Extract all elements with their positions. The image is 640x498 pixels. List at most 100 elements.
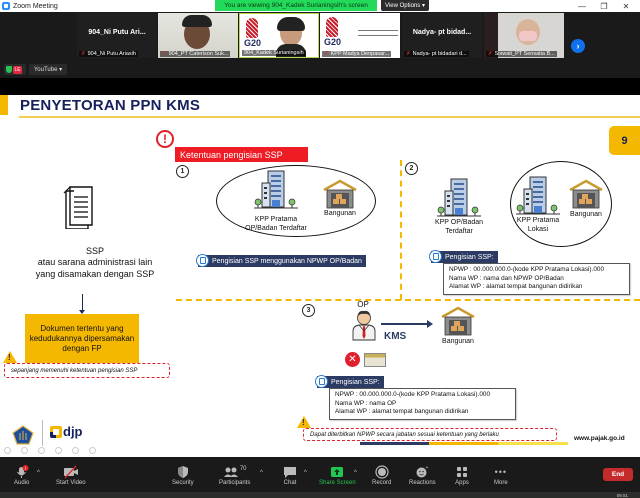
audio-options-caret[interactable]: ^ [37, 470, 40, 476]
case1-ssp-tag: Pengisian SSP menggunakan NPWP OP/Badan [196, 254, 366, 267]
chat-options-caret[interactable]: ^ [304, 470, 307, 476]
op-label: OP [357, 300, 369, 309]
next-slide-icon[interactable] [21, 447, 28, 454]
shield-check-icon [6, 66, 12, 73]
mic-muted-icon: ✗ [81, 51, 86, 57]
reactions-label: Reactions [409, 480, 436, 486]
youtube-stream-button[interactable]: YouTube ▾ [29, 64, 67, 75]
warehouse-icon [323, 179, 357, 209]
warning-triangle-icon [297, 416, 311, 428]
info-npwp: NPWP : 00.000.000.0-(kode KPP Pratama Lo… [335, 391, 491, 398]
svg-text:+: + [426, 465, 429, 471]
case1-tag-text: Pengisian SSP menggunakan NPWP OP/Badan [212, 257, 362, 265]
more-options-icon[interactable] [89, 447, 96, 454]
office-building-icon [437, 178, 481, 217]
slides-icon[interactable] [55, 447, 62, 454]
form-icon [196, 254, 209, 267]
stripe-yellow [429, 442, 498, 445]
reactions-button[interactable]: + Reactions [409, 465, 436, 486]
participant-tile[interactable]: ✗904_PT Caterison Suk... [158, 13, 238, 58]
end-meeting-button[interactable]: End [603, 468, 633, 481]
ssp-description: SSP atau sarana administrasi lain yang d… [20, 246, 170, 280]
view-options-button[interactable]: View Options ▾ [381, 0, 429, 11]
more-label: More [494, 480, 508, 486]
divider-vertical [400, 160, 402, 300]
shared-slide: PENYETORAN PPN KMS 9 ! Ketentuan pengisi… [0, 95, 640, 457]
kpp-terdaftar-label: KPP OP/Badan Terdaftar [428, 219, 490, 237]
page-number-badge: 9 [609, 126, 640, 155]
participants-count: 70 [239, 466, 247, 472]
participant-tile-active[interactable]: G20 904_Kadek Surianingsih [239, 13, 319, 58]
share-screen-label: Share Screen [319, 480, 356, 486]
document-icon [63, 186, 93, 229]
footer-url: www.pajak.go.id [574, 435, 625, 442]
viewing-banner: You are viewing 904_Kadek Surianingsih's… [215, 0, 377, 11]
participants-button[interactable]: 70 Participants [219, 465, 250, 486]
stripe-light-yellow [498, 442, 568, 445]
participants-options-caret[interactable]: ^ [260, 470, 263, 476]
prev-slide-icon[interactable] [4, 447, 11, 454]
audio-button[interactable]: ! Audio [14, 465, 29, 486]
mic-muted-icon: ✗ [162, 51, 167, 57]
participant-tile[interactable]: Nadya- pt bidad... ✗Nadya- pt bidadari d… [402, 13, 482, 58]
kpp-label-line: KPP Pratama [254, 216, 298, 223]
case3-info-box: NPWP : 00.000.000.0-(kode KPP Pratama Lo… [329, 388, 516, 420]
shield-icon [177, 465, 189, 479]
share-options-caret[interactable]: ^ [354, 470, 357, 476]
share-screen-button[interactable]: Share Screen [319, 465, 356, 486]
arrow-right-icon [381, 320, 433, 327]
participant-tile[interactable]: ✗Siswati_PT Sensatia B... [484, 13, 564, 58]
restore-icon[interactable]: ❐ [600, 1, 608, 11]
zoom-app-icon [2, 2, 10, 10]
start-video-button[interactable]: Start Video [56, 465, 86, 486]
record-label: Record [372, 480, 392, 486]
more-button[interactable]: ••• More [494, 465, 508, 486]
case-number-3: 3 [302, 304, 315, 317]
participant-tile[interactable]: 904_Ni Putu Ari... ✗904_Ni Putu Ariasih [77, 13, 157, 58]
participant-strip: 904_Ni Putu Ari... ✗904_Ni Putu Ariasih … [0, 12, 640, 60]
audio-label: Audio [14, 480, 30, 486]
warning-triangle-icon [3, 351, 17, 363]
case2-circle [510, 161, 612, 247]
participant-tile[interactable]: G20 ✗KPP Madya Denpasar... [320, 13, 400, 58]
security-status[interactable]: LE [4, 64, 26, 75]
apps-icon [455, 465, 469, 479]
case2-ssp-tag: Pengisian SSP: [429, 250, 498, 263]
apps-button[interactable]: Apps [455, 465, 469, 486]
participants-icon: 70 [223, 465, 247, 479]
next-page-button[interactable]: › [571, 39, 585, 53]
minimize-icon[interactable]: — [578, 1, 586, 11]
zoom-in-icon[interactable] [72, 447, 79, 454]
chat-button[interactable]: Chat [283, 465, 297, 486]
info-npwp: NPWP : 00.000.000.0-(kode KPP Pratama Lo… [449, 266, 605, 273]
chevron-down-icon: ▾ [59, 67, 63, 73]
bangunan-label: Bangunan [442, 338, 474, 345]
participant-label: ✗904_Ni Putu Ariasih [79, 51, 138, 57]
bangunan-label: Bangunan [324, 210, 356, 217]
stripe-navy [360, 442, 429, 445]
kpp-lokasi-label: KPP Pratama Lokasi [514, 217, 562, 235]
participant-display-name: 904_Ni Putu Ari... [88, 29, 146, 36]
participant-label: ✗Siswati_PT Sensatia B... [486, 51, 557, 57]
participant-label: ✗Nadya- pt bidadari d... [404, 51, 469, 57]
info-nama-wp: Nama WP : nama OP [335, 399, 397, 407]
security-button[interactable]: Security [172, 465, 194, 486]
case3-tag-text: Pengisian SSP: [331, 378, 380, 386]
kpp-pratama-label: KPP Pratama OP/Badan Terdaftar [238, 216, 314, 234]
case-number-1: 1 [176, 165, 189, 178]
record-button[interactable]: Record [372, 465, 391, 486]
office-building-icon [516, 176, 560, 215]
video-feed-detail [182, 15, 212, 27]
djp-logo-text: djp [63, 424, 83, 439]
mic-muted-icon: ✗ [324, 51, 329, 57]
kpp-label-line: KPP Pratama [516, 217, 560, 224]
pen-icon[interactable] [38, 447, 45, 454]
kpp-label-line: Lokasi [527, 225, 549, 233]
case2-tag-text: Pengisian SSP: [445, 253, 494, 261]
info-nama-wp: Nama WP : nama dan NPWP OP/Badan [449, 274, 564, 282]
case1-ellipse [216, 165, 376, 237]
participant-label: 904_Kadek Surianingsih [242, 50, 306, 56]
close-icon[interactable]: ✕ [622, 1, 630, 11]
chat-bubble-icon [283, 465, 297, 479]
kms-label: KMS [384, 331, 407, 342]
